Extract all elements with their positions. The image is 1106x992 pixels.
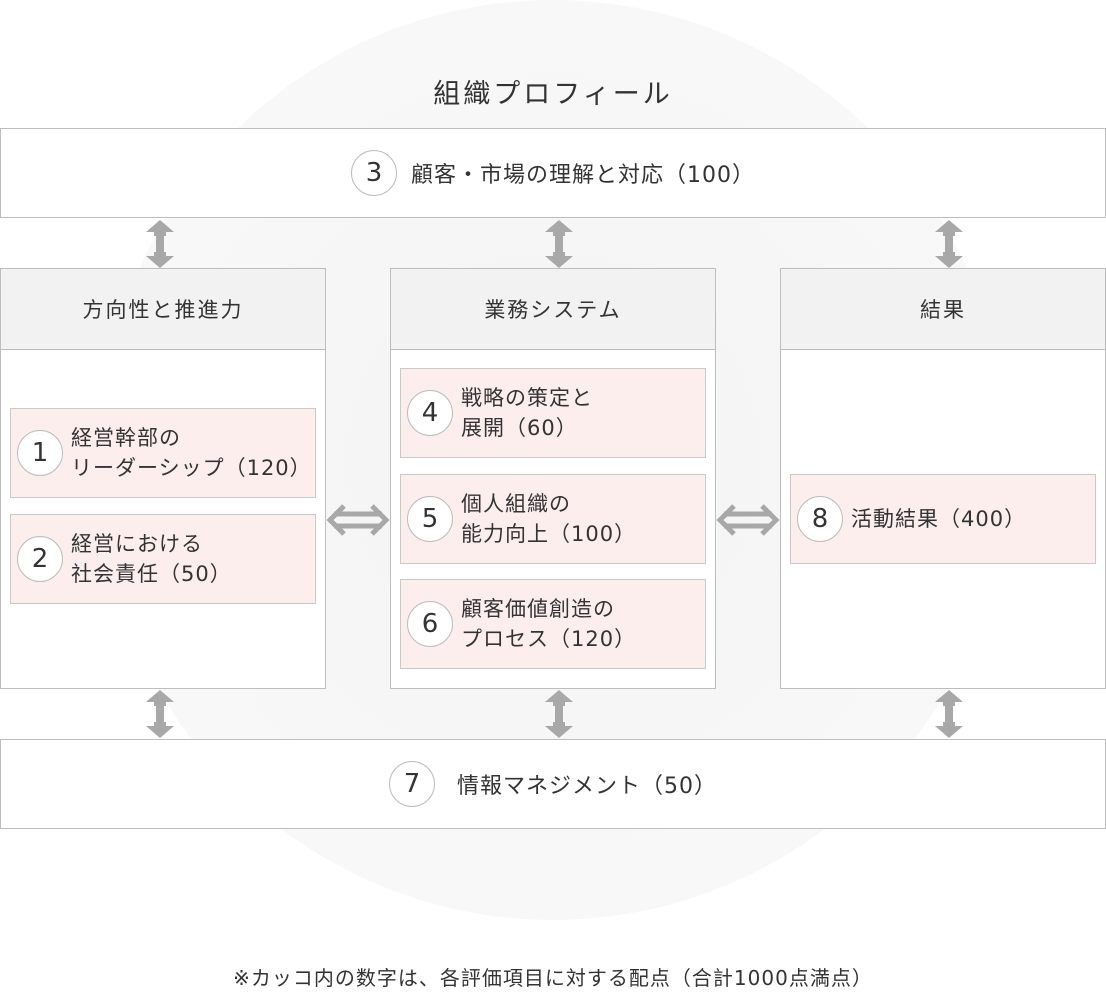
double-arrow-vertical-icon xyxy=(545,220,573,268)
number-badge: 8 xyxy=(797,496,843,542)
double-arrow-horizontal-icon xyxy=(716,504,780,536)
number-badge: 7 xyxy=(389,761,435,807)
diagram-title: 組織プロフィール xyxy=(433,79,673,110)
double-arrow-horizontal-icon xyxy=(326,504,390,536)
item-line: 活動結果（400） xyxy=(851,507,1027,531)
item-line: プロセス（120） xyxy=(461,627,637,651)
double-arrow-vertical-icon xyxy=(146,690,174,738)
item-activity-results: 8 活動結果（400） xyxy=(790,474,1096,564)
number-badge: 6 xyxy=(407,601,453,647)
number-badge: 4 xyxy=(407,390,453,436)
number-badge: 1 xyxy=(17,430,63,476)
item-line: 経営幹部の xyxy=(71,426,181,450)
column-heading: 方向性と推進力 xyxy=(1,269,325,350)
item-strategy: 4 戦略の策定と 展開（60） xyxy=(400,368,706,458)
number-badge: 5 xyxy=(407,496,453,542)
bottom-bar-information-management: 7 情報マネジメント（50） xyxy=(0,739,1106,829)
column-heading: 業務システム xyxy=(391,269,715,350)
double-arrow-vertical-icon xyxy=(935,690,963,738)
item-line: 能力向上（100） xyxy=(461,522,637,546)
double-arrow-vertical-icon xyxy=(146,220,174,268)
item-line: 個人組織の xyxy=(461,492,571,516)
number-badge: 3 xyxy=(351,150,397,196)
item-value-process: 6 顧客価値創造の プロセス（120） xyxy=(400,579,706,669)
double-arrow-vertical-icon xyxy=(935,220,963,268)
item-line: 戦略の策定と xyxy=(461,386,593,410)
item-line: 社会責任（50） xyxy=(71,562,232,586)
item-capability: 5 個人組織の 能力向上（100） xyxy=(400,474,706,564)
footnote: ※カッコ内の数字は、各評価項目に対する配点（合計1000点満点） xyxy=(233,966,873,990)
column-heading: 結果 xyxy=(781,269,1105,350)
top-bar-customer-market: 3 顧客・市場の理解と対応（100） xyxy=(0,128,1106,218)
item-line: 顧客価値創造の xyxy=(461,597,615,621)
item-line: 経営における xyxy=(71,532,203,556)
item-line: リーダーシップ（120） xyxy=(71,456,312,480)
item-social-responsibility: 2 経営における 社会責任（50） xyxy=(10,514,316,604)
top-bar-label: 顧客・市場の理解と対応（100） xyxy=(411,163,755,188)
item-line: 展開（60） xyxy=(461,416,578,440)
bottom-bar-label: 情報マネジメント（50） xyxy=(457,774,717,799)
number-badge: 2 xyxy=(17,536,63,582)
item-leadership: 1 経営幹部の リーダーシップ（120） xyxy=(10,408,316,498)
double-arrow-vertical-icon xyxy=(545,690,573,738)
